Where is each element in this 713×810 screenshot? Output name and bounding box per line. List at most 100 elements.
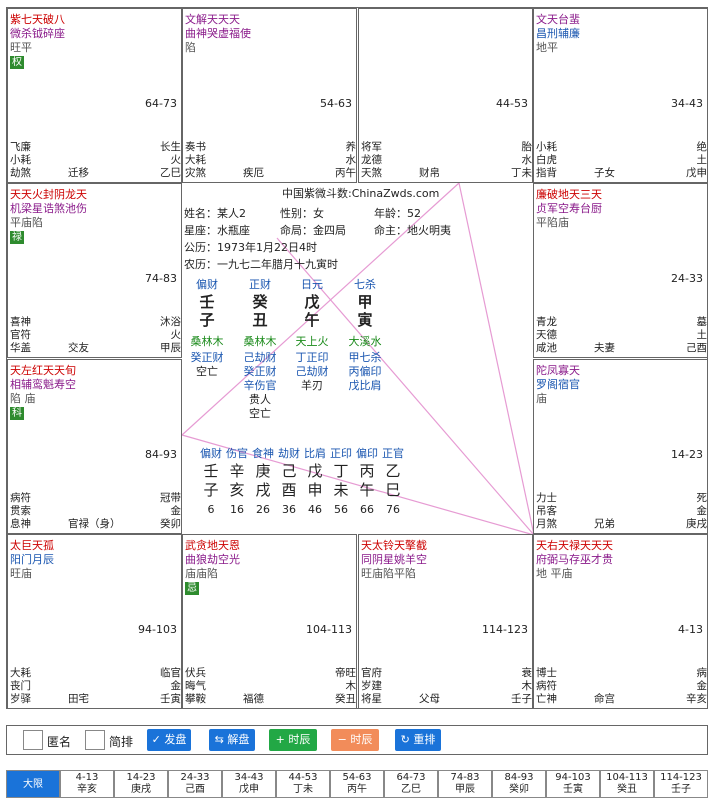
simple-checkbox[interactable] (85, 730, 105, 750)
hide-name-checkbox[interactable] (23, 730, 43, 750)
dayun-stem: 丙 (359, 462, 375, 480)
god-left: 青龙 (536, 316, 557, 328)
palace-range: 104-113 (306, 623, 352, 636)
god-right: 水 (521, 154, 533, 166)
pillar-hidden: 癸正财 (243, 365, 277, 378)
god-right: 金 (696, 505, 708, 517)
dayun-god: 食神 (252, 447, 274, 460)
dayun-range: 104-113 (606, 772, 648, 783)
hour-minus-button[interactable]: − 时辰 (331, 729, 379, 751)
simple-label: 简排 (109, 735, 134, 749)
dayun-range: 64-73 (396, 772, 426, 783)
god-left: 亡神 (536, 693, 557, 705)
pillar-hidden: 辛伤官 (243, 379, 277, 392)
dayun-god: 偏财 (200, 447, 222, 460)
palace-name: 父母 (419, 693, 440, 705)
center-gender: 性别：女 (280, 207, 324, 220)
star-line: 同阴星姚羊空 (361, 553, 427, 566)
god-right: 甲辰 (160, 342, 181, 354)
star-line: 文天台蜚 (536, 13, 580, 26)
interpret-button[interactable]: ⇆ 解盘 (209, 729, 255, 751)
palace-gods: 青龙墓天德土咸池夫妻己酉 (536, 316, 707, 355)
star-line: 庙 (536, 392, 547, 405)
god-right: 乙巳 (160, 167, 181, 179)
pillar-nayin: 天上火 (295, 335, 329, 348)
dayun-god: 劫财 (278, 447, 300, 460)
palace-stars: 紫七天破八微杀钺碎座旺平权 (10, 13, 180, 69)
god-left: 白虎 (536, 154, 557, 166)
center-ming: 星座：水瓶座 (184, 224, 250, 237)
star-line: 昌刑辅廉 (536, 27, 580, 40)
god-left: 力士 (536, 492, 557, 504)
hour-plus-button[interactable]: + 时辰 (269, 729, 317, 751)
god-left: 小耗 (536, 141, 557, 153)
star-line: 旺庙 (10, 567, 32, 580)
dayun-age: 36 (282, 503, 296, 516)
god-left: 灾煞 (185, 167, 206, 179)
palace-stars: 廉破地天三天贞军空寿台厨平陷庙 (536, 188, 706, 230)
pillar-hidden: 己劫财 (295, 365, 329, 378)
dayun-age: 46 (308, 503, 322, 516)
god-right: 癸卯 (160, 518, 181, 530)
pillar-hidden: 癸正财 (190, 351, 224, 364)
center-site: 中国紫微斗数:ChinaZwds.com (282, 187, 440, 200)
star-line: 曲神哭虚福使 (185, 27, 251, 40)
dayun-stem: 乙 (385, 462, 401, 480)
dayun-branch: 亥 (229, 481, 245, 499)
star-line: 微杀钺碎座 (10, 27, 65, 40)
pillar-hidden: 丙偏印 (348, 365, 382, 378)
palace-gods: 大耗临官丧门金岁驿田宅壬寅 (10, 667, 181, 706)
reset-button[interactable]: ↻ 重排 (395, 729, 441, 751)
center-lunar: 农历：一九七二年腊月十九寅时 (184, 258, 338, 271)
start-chart-button[interactable]: ✓ 发盘 (147, 729, 191, 751)
dayun-god: 偏印 (356, 447, 378, 460)
dayun-age: 16 (230, 503, 244, 516)
god-left: 将星 (361, 693, 382, 705)
star-line: 地平 (536, 41, 558, 54)
palace-range: 114-123 (482, 623, 528, 636)
pillar-branch: 丑 (252, 311, 268, 329)
pillar-hidden: 戊比肩 (348, 379, 382, 392)
god-left: 攀鞍 (185, 693, 206, 705)
palace-gods: 喜神沐浴官符火华盖交友甲辰 (10, 316, 181, 355)
palace-stars: 天太铃天擎截同阴星姚羊空旺庙陷平陷 (361, 539, 531, 581)
palace-name: 交友 (68, 342, 89, 354)
god-left: 天煞 (361, 167, 382, 179)
palace-stars: 太巨天孤阳门月辰旺庙 (10, 539, 180, 581)
dayun-range: 4-13 (75, 772, 99, 783)
god-right: 辛亥 (686, 693, 707, 705)
palace-range: 44-53 (496, 97, 528, 110)
star-line: 天右天禄天天天 (536, 539, 613, 552)
palace-range: 54-63 (320, 97, 352, 110)
god-right: 木 (345, 680, 357, 692)
god-right: 戊申 (686, 167, 707, 179)
dayun-range: 34-43 (234, 772, 264, 783)
palace-stars: 天右天禄天天天府弼马存巫才贵地 平庙 (536, 539, 706, 581)
dayun-god: 比肩 (304, 447, 326, 460)
dayun-god: 伤官 (226, 447, 248, 460)
